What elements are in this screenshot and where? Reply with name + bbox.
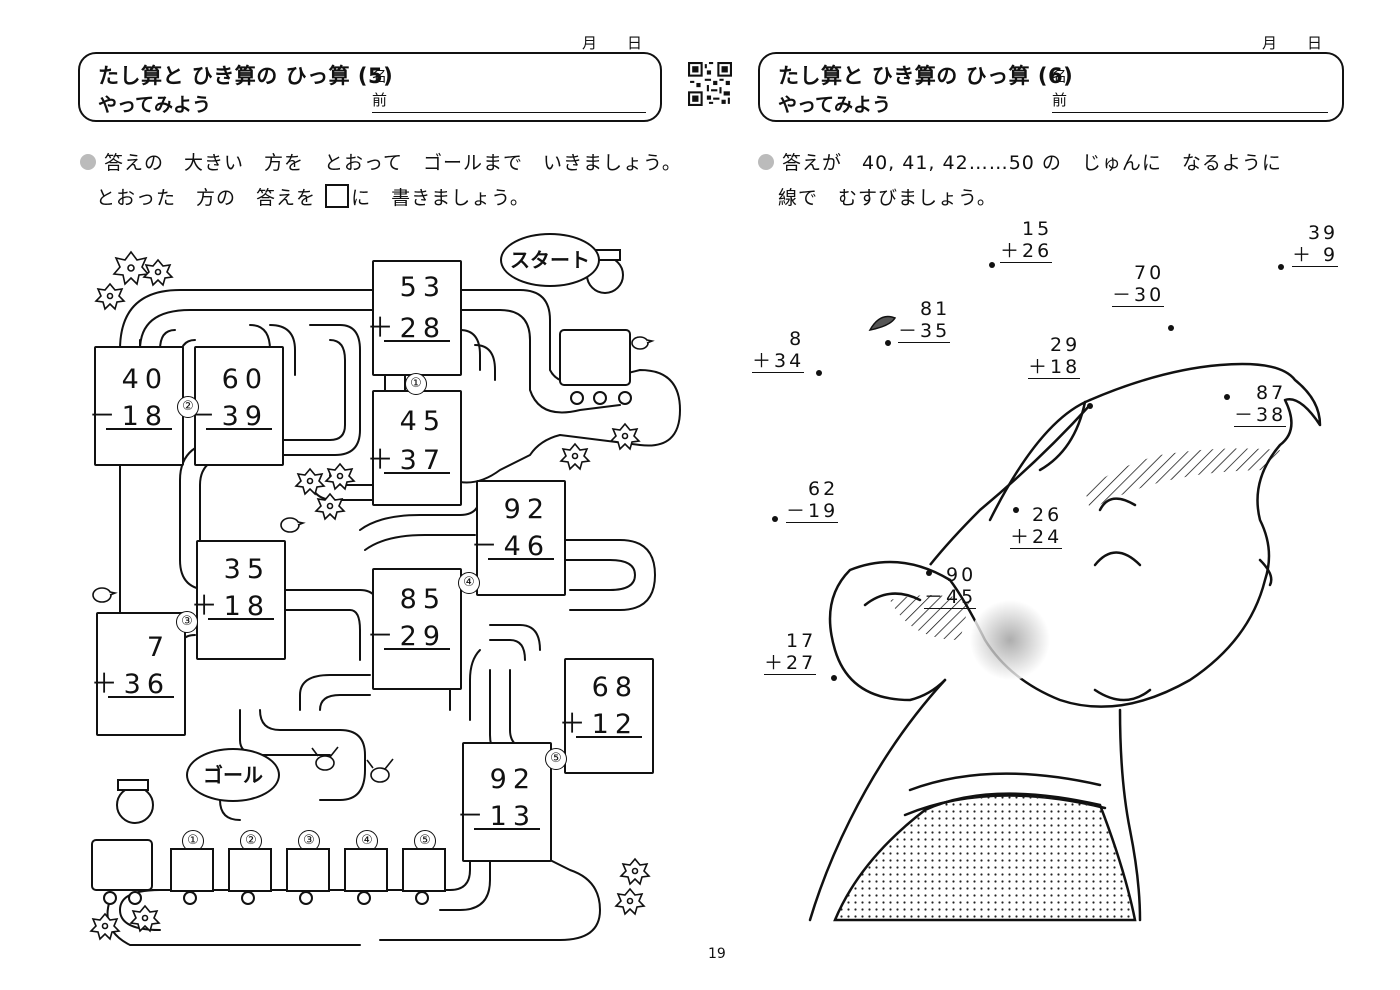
qr-code-icon — [688, 62, 732, 106]
dot-problem-6: 29＋18 — [1028, 334, 1081, 379]
maze-badge-1: ① — [405, 373, 427, 395]
right-name-label-1: 名 — [1052, 67, 1068, 85]
boy-illustration — [808, 315, 1322, 922]
dot-problem-1: 15＋26 — [1000, 218, 1053, 263]
start-bubble: スタート — [500, 233, 600, 287]
dot-problem-9: 26＋24 — [1010, 504, 1063, 549]
dot-point-9[interactable] — [1013, 507, 1019, 513]
maze-card-2: 45 ＋37 — [367, 390, 462, 506]
maze-card-5: 92 －46 — [471, 480, 566, 596]
maze-card-7: 85 －29 — [367, 568, 462, 690]
answer-box-icon — [325, 184, 350, 208]
bullet-icon — [80, 154, 96, 170]
dot-point-1[interactable] — [989, 262, 995, 268]
left-instruction-line-2: とおった 方の 答えを に 書きましょう。 — [96, 183, 530, 210]
maze-card-4: 60 －39 — [189, 346, 284, 466]
dot-point-11[interactable] — [831, 675, 837, 681]
dot-problem-7: 87－38 — [1234, 382, 1287, 427]
answer-box-5[interactable] — [402, 848, 446, 892]
answer-box-3[interactable] — [286, 848, 330, 892]
sample-connecting-line — [929, 404, 1091, 566]
left-subtitle: やってみよう — [98, 94, 212, 116]
dot-point-10[interactable] — [926, 570, 932, 576]
left-name-field[interactable] — [372, 112, 646, 113]
left-name-label-2: 前 — [372, 91, 388, 109]
right-subtitle: やってみよう — [778, 94, 892, 116]
answer-box-1[interactable] — [170, 848, 214, 892]
maze-card-9: 68 ＋12 — [559, 658, 654, 774]
answer-box-2[interactable] — [228, 848, 272, 892]
dot-problem-11: 17＋27 — [764, 630, 817, 675]
left-title: たし算と ひき算の ひっ算 (5) — [98, 64, 394, 88]
right-instruction-line-2: 線で むすびましょう。 — [778, 187, 997, 209]
maze-card-6: 35 ＋18 — [191, 540, 286, 660]
left-name-label-1: 名 — [372, 67, 388, 85]
page-number: 19 — [708, 946, 726, 962]
maze-badge-2: ② — [177, 396, 199, 418]
dot-point-7[interactable] — [1224, 394, 1230, 400]
dot-point-3[interactable] — [1168, 325, 1174, 331]
dot-problem-2: 39＋ 9 — [1292, 222, 1339, 267]
dot-point-4[interactable] — [885, 340, 891, 346]
maze-card-8: 7 ＋36 — [91, 612, 186, 736]
dot-point-2[interactable] — [1278, 264, 1284, 270]
right-title: たし算と ひき算の ひっ算 (6) — [778, 64, 1074, 88]
dot-problem-5: 8＋34 — [752, 328, 805, 373]
maze-card-1: 53 ＋28 — [367, 260, 462, 376]
maze-badge-4: ④ — [458, 572, 480, 594]
right-date: 月 日 — [1262, 34, 1323, 52]
right-header: たし算と ひき算の ひっ算 (6) やってみよう 名 前 — [758, 52, 1344, 122]
dot-problem-4: 81－35 — [898, 298, 951, 343]
left-header: たし算と ひき算の ひっ算 (5) やってみよう 名 前 — [78, 52, 662, 122]
goal-bubble: ゴール — [186, 748, 280, 802]
right-name-label-2: 前 — [1052, 91, 1068, 109]
dot-problem-8: 62－19 — [786, 478, 839, 523]
left-instruction-line-1: 答えの 大きい 方を とおって ゴールまで いきましょう。 — [80, 148, 682, 175]
right-name-field[interactable] — [1052, 112, 1328, 113]
bullet-icon — [758, 154, 774, 170]
answer-box-4[interactable] — [344, 848, 388, 892]
dot-point-6[interactable] — [1087, 403, 1093, 409]
dot-point-5[interactable] — [816, 370, 822, 376]
dot-problem-3: 70－30 — [1112, 262, 1165, 307]
maze-card-10: 92 －13 — [457, 742, 552, 862]
left-date: 月 日 — [582, 34, 643, 52]
maze-badge-3: ③ — [176, 611, 198, 633]
maze-card-3: 40 －18 — [89, 346, 184, 466]
dot-problem-10: 90－45 — [924, 564, 977, 609]
right-instruction-line-1: 答えが 40, 41, 42……50 の じゅんに なるように — [758, 148, 1282, 175]
maze-badge-5: ⑤ — [545, 748, 567, 770]
dot-point-8[interactable] — [772, 516, 778, 522]
